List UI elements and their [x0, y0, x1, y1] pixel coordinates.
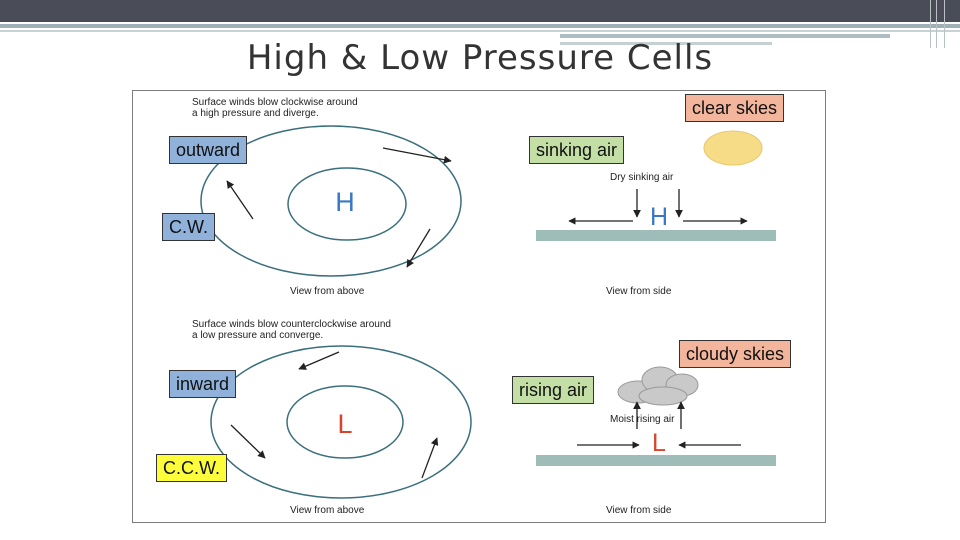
high-inner-ring: [287, 167, 407, 241]
wind-arrow: [382, 147, 452, 164]
wind-arrow: [298, 351, 340, 370]
high-caption-line-1: Surface winds blow clockwise around: [192, 97, 358, 108]
high-circulation: [200, 125, 462, 277]
high-view-above: View from above: [290, 286, 365, 297]
decor-line: [944, 0, 945, 48]
label-sinking-air: sinking air: [529, 136, 625, 164]
low-circulation: [210, 345, 472, 499]
slide-title: High & Low Pressure Cells: [246, 38, 714, 78]
high-view-side: View from side: [606, 286, 672, 297]
decor-stripe: [0, 24, 960, 28]
label-outward: outward: [169, 136, 248, 164]
low-side-symbol: L: [652, 429, 666, 457]
label-counterclockwise: C.C.W.: [156, 454, 227, 482]
diagram-panel: H H L L Surface winds blow clockwise aro…: [132, 90, 826, 523]
decor-line: [936, 0, 937, 48]
low-outer-ring: [210, 345, 472, 499]
low-symbol: L: [337, 409, 352, 439]
wind-arrow: [230, 424, 266, 459]
label-rising-air: rising air: [512, 376, 595, 404]
wind-arrow: [226, 180, 254, 220]
low-caption-line-2: a low pressure and converge.: [192, 330, 324, 341]
sun-icon: [703, 130, 763, 166]
ground-strip: [536, 455, 776, 466]
decor-stripe: [560, 42, 772, 45]
high-side-view: [536, 130, 776, 241]
low-inner-ring: [286, 385, 404, 459]
label-cloudy-skies: cloudy skies: [679, 340, 792, 368]
label-inward: inward: [169, 370, 237, 398]
high-caption-line-2: a high pressure and diverge.: [192, 108, 319, 119]
low-caption-line-1: Surface winds blow counterclockwise arou…: [192, 319, 391, 330]
high-symbol: H: [335, 187, 355, 217]
decor-stripe: [560, 34, 890, 38]
decor-stripe: [0, 30, 960, 32]
low-view-above: View from above: [290, 505, 365, 516]
pressure-diagram: H H L L: [200, 125, 776, 499]
cloud-icon: [617, 366, 699, 406]
ground-strip: [536, 230, 776, 241]
wind-arrow: [406, 228, 431, 268]
high-side-caption: Dry sinking air: [610, 172, 674, 183]
label-clear-skies: clear skies: [685, 94, 785, 122]
high-outer-ring: [200, 125, 462, 277]
low-view-side: View from side: [606, 505, 672, 516]
wind-arrow: [421, 437, 439, 479]
top-banner: [0, 0, 960, 22]
label-clockwise: C.W.: [162, 213, 215, 241]
high-side-symbol: H: [650, 203, 668, 231]
decor-line: [930, 0, 931, 48]
low-side-view: [536, 366, 776, 466]
low-side-caption: Moist rising air: [610, 414, 675, 425]
